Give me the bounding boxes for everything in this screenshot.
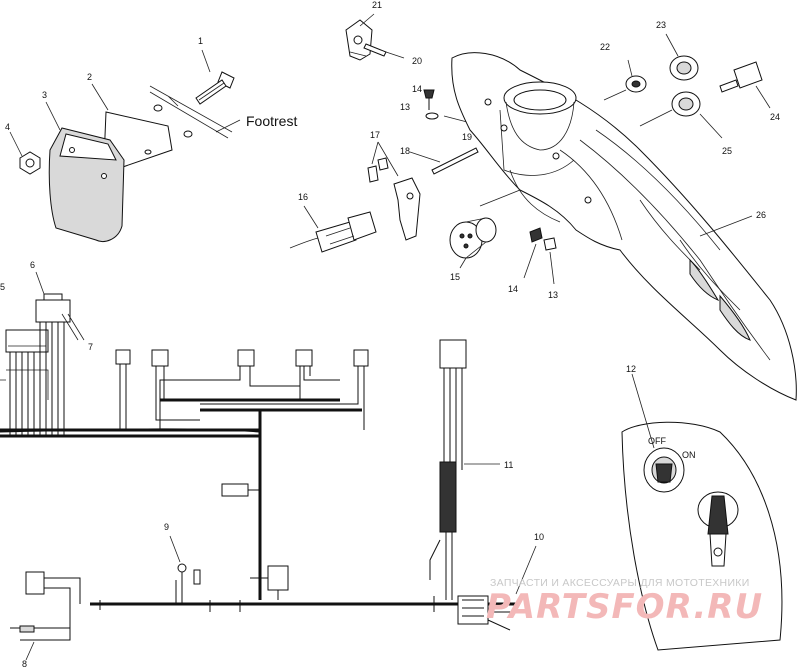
callout-14-lower: 14	[508, 284, 518, 294]
callout-26: 26	[756, 210, 766, 220]
callout-1: 1	[198, 36, 203, 46]
callout-20: 20	[412, 56, 422, 66]
callout-13-upper: 13	[400, 102, 410, 112]
callout-25: 25	[722, 146, 732, 156]
ignition-panel-inset	[621, 373, 783, 651]
callout-12: 12	[626, 364, 636, 374]
callout-18: 18	[400, 146, 410, 156]
kill-switch-part-16	[289, 205, 377, 253]
callout-23: 23	[656, 20, 666, 30]
callout-10: 10	[534, 532, 544, 542]
callout-15: 15	[450, 272, 460, 282]
wiring-harness	[0, 271, 537, 661]
callout-labels: 1 2 3 4 5 6 7 8 9 10 11 12 13 13 14 14 1…	[0, 0, 780, 669]
callout-17: 17	[370, 130, 380, 140]
steering-cover-part-26	[451, 52, 797, 401]
callout-9: 9	[164, 522, 169, 532]
upper-connectors	[115, 349, 369, 600]
bolt-part-1	[195, 71, 235, 105]
heel-plate-part-3	[48, 127, 125, 242]
callout-16: 16	[298, 192, 308, 202]
callout-14-upper: 14	[412, 84, 422, 94]
callout-7: 7	[88, 342, 93, 352]
callout-22: 22	[600, 42, 610, 52]
callout-2: 2	[87, 72, 92, 82]
callout-8: 8	[22, 659, 27, 669]
callout-11: 11	[504, 460, 513, 470]
watermark: ЗАПЧАСТИ И АКСЕССУАРЫ ДЛЯ МОТОТЕХНИКИ PA…	[486, 577, 763, 627]
callout-19: 19	[462, 132, 472, 142]
footrest-label: Footrest	[246, 113, 297, 129]
footrest-assembly	[9, 49, 241, 242]
callout-13-lower: 13	[548, 290, 558, 300]
callout-24: 24	[770, 112, 780, 122]
switch-bracket-parts	[289, 13, 557, 285]
callout-21: 21	[372, 0, 382, 10]
watermark-brand: PARTSFOR.RU	[486, 587, 763, 627]
callout-3: 3	[42, 90, 47, 100]
ignition-switch-part-15	[449, 189, 521, 269]
callout-4: 4	[5, 122, 10, 132]
switch-on-label: ON	[682, 450, 696, 460]
switch-off-label: OFF	[648, 436, 666, 446]
grommets-and-key	[603, 33, 771, 139]
nut-part-4	[19, 151, 41, 175]
callout-5: 5	[0, 282, 5, 292]
watermark-tagline: ЗАПЧАСТИ И АКСЕССУАРЫ ДЛЯ МОТОТЕХНИКИ	[490, 577, 750, 589]
callout-6: 6	[30, 260, 35, 270]
